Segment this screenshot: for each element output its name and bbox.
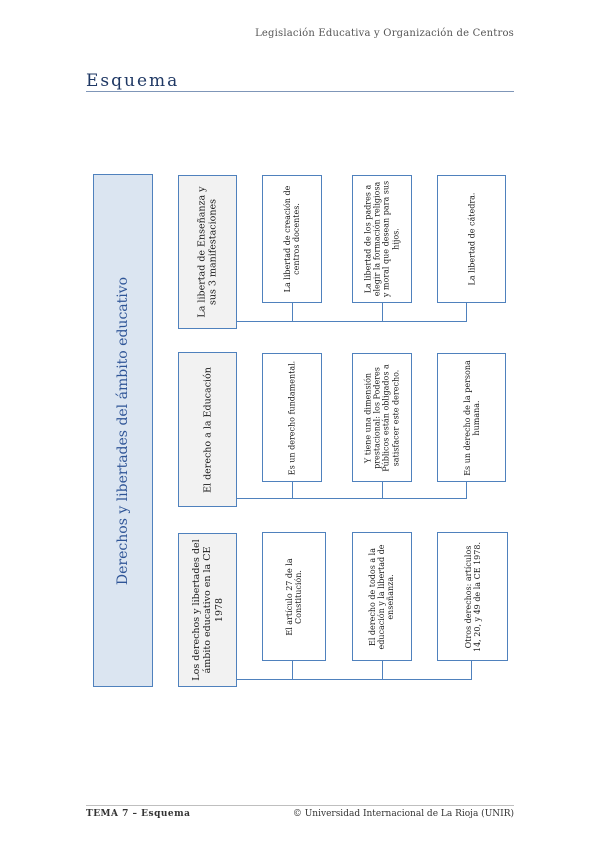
connector-line	[292, 303, 293, 321]
connector-line	[466, 482, 467, 498]
branch-label: Los derechos y libertades del ámbito edu…	[190, 539, 225, 681]
child-box: Es un derecho fundamental.	[262, 353, 322, 482]
document-header: Legislación Educativa y Organización de …	[255, 28, 514, 39]
footer-section-label: TEMA 7 – Esquema	[86, 809, 191, 819]
connector-line	[466, 303, 467, 321]
footer-divider	[86, 805, 514, 806]
connector-line	[237, 498, 467, 499]
child-label: La libertad de los padres a elegir la fo…	[363, 180, 401, 298]
child-box: La libertad de cátedra.	[437, 175, 506, 303]
child-label: La libertad de cátedra.	[466, 192, 476, 286]
child-box: El derecho de todos a la educación y la …	[352, 532, 412, 661]
connector-line	[382, 661, 383, 679]
child-box: El artículo 27 de la Constitución.	[262, 532, 326, 661]
connector-line	[382, 303, 383, 321]
child-box: La libertad de creación de centros docen…	[262, 175, 322, 303]
child-box: La libertad de los padres a elegir la fo…	[352, 175, 412, 303]
child-label: Es un derecho de la persona humana.	[462, 359, 481, 476]
child-label: Es un derecho fundamental.	[287, 360, 297, 475]
title-divider	[86, 91, 514, 92]
child-label: Y tiene una dimensión prestacional: los …	[363, 363, 401, 472]
child-box: Y tiene una dimensión prestacional: los …	[352, 353, 412, 482]
child-box: Es un derecho de la persona humana.	[437, 353, 506, 482]
connector-line	[382, 482, 383, 498]
diagram-main-label: Derechos y libertades del ámbito educati…	[115, 276, 131, 585]
footer-copyright: © Universidad Internacional de La Rioja …	[292, 809, 514, 819]
diagram-main-box: Derechos y libertades del ámbito educati…	[93, 174, 153, 687]
branch-box-libertad-ensenanza: La libertad de Enseñanza y sus 3 manifes…	[178, 175, 237, 329]
child-label: El artículo 27 de la Constitución.	[284, 557, 303, 636]
connector-line	[292, 661, 293, 679]
child-box: Otros derechos: artículos 14, 20, y 49 d…	[437, 532, 508, 661]
connector-line	[471, 661, 472, 679]
page-title: Esquema	[86, 71, 180, 91]
child-label: La libertad de creación de centros docen…	[282, 185, 301, 293]
branch-label: El derecho a la Educación	[201, 366, 213, 493]
branch-box-derechos-ce-1978: Los derechos y libertades del ámbito edu…	[178, 533, 237, 687]
connector-line	[237, 321, 467, 322]
connector-line	[292, 482, 293, 498]
connector-line	[237, 679, 472, 680]
child-label: Otros derechos: artículos 14, 20, y 49 d…	[463, 541, 482, 652]
branch-label: La libertad de Enseñanza y sus 3 manifes…	[196, 186, 219, 318]
branch-box-derecho-educacion: El derecho a la Educación	[178, 352, 237, 507]
child-label: El derecho de todos a la educación y la …	[368, 543, 396, 650]
